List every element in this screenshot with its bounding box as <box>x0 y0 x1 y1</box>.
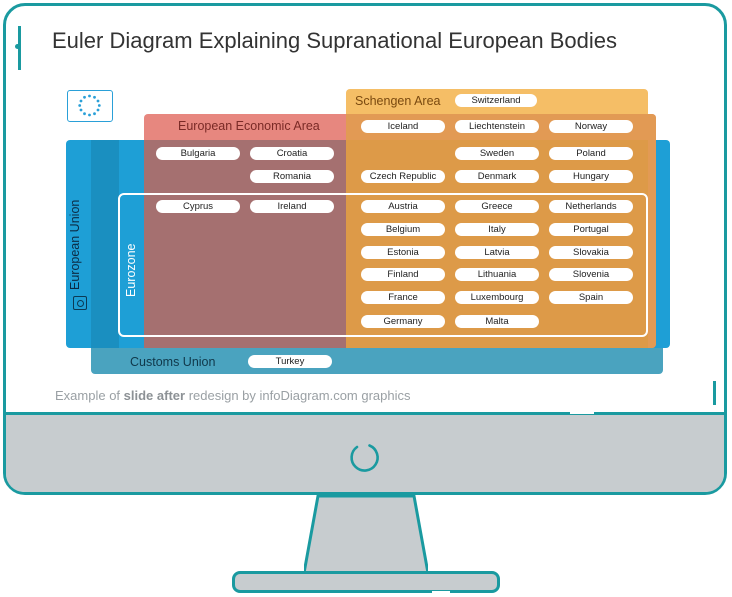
monitor-bezel <box>6 412 724 492</box>
footnote: Example of slide after redesign by infoD… <box>55 388 411 403</box>
country-croatia: Croatia <box>250 147 334 160</box>
right-accent-bar <box>713 381 716 405</box>
country-malta: Malta <box>455 315 539 328</box>
country-hungary: Hungary <box>549 170 633 183</box>
country-sweden: Sweden <box>455 147 539 160</box>
country-luxembourg: Luxembourg <box>455 291 539 304</box>
footnote-prefix: Example of <box>55 388 124 403</box>
country-iceland: Iceland <box>361 120 445 133</box>
country-czech-republic: Czech Republic <box>361 170 445 183</box>
bezel-notch <box>570 406 594 414</box>
eurozone-label: Eurozone <box>124 243 138 297</box>
eea-label: European Economic Area <box>178 119 320 133</box>
country-liechtenstein: Liechtenstein <box>455 120 539 133</box>
power-icon <box>350 444 379 472</box>
country-romania: Romania <box>250 170 334 183</box>
title-accent-dot <box>15 44 20 49</box>
country-austria: Austria <box>361 200 445 213</box>
monitor-stand <box>304 495 428 575</box>
country-poland: Poland <box>549 147 633 160</box>
country-slovenia: Slovenia <box>549 268 633 281</box>
country-belgium: Belgium <box>361 223 445 236</box>
country-turkey: Turkey <box>248 355 332 368</box>
eu-stars-icon <box>78 94 101 117</box>
country-finland: Finland <box>361 268 445 281</box>
country-bulgaria: Bulgaria <box>156 147 240 160</box>
european-union-inner-band <box>91 140 119 348</box>
schengen-label: Schengen Area <box>355 94 441 108</box>
country-italy: Italy <box>455 223 539 236</box>
country-switzerland: Switzerland <box>455 94 537 107</box>
country-portugal: Portugal <box>549 223 633 236</box>
monitor-base <box>232 571 500 593</box>
country-ireland: Ireland <box>250 200 334 213</box>
base-notch <box>432 591 450 597</box>
country-latvia: Latvia <box>455 246 539 259</box>
country-netherlands: Netherlands <box>549 200 633 213</box>
country-greece: Greece <box>455 200 539 213</box>
country-denmark: Denmark <box>455 170 539 183</box>
european-union-label: European Union <box>68 199 82 290</box>
country-germany: Germany <box>361 315 445 328</box>
eu-badge-icon <box>73 296 87 310</box>
slide-title: Euler Diagram Explaining Supranational E… <box>52 28 618 53</box>
country-estonia: Estonia <box>361 246 445 259</box>
eurozone-region <box>118 193 648 337</box>
country-spain: Spain <box>549 291 633 304</box>
customs-union-label: Customs Union <box>130 355 216 369</box>
country-norway: Norway <box>549 120 633 133</box>
country-france: France <box>361 291 445 304</box>
country-cyprus: Cyprus <box>156 200 240 213</box>
country-slovakia: Slovakia <box>549 246 633 259</box>
footnote-suffix: redesign by infoDiagram.com graphics <box>185 388 411 403</box>
eu-flag-icon <box>67 90 113 122</box>
country-lithuania: Lithuania <box>455 268 539 281</box>
footnote-bold: slide after <box>123 388 186 403</box>
